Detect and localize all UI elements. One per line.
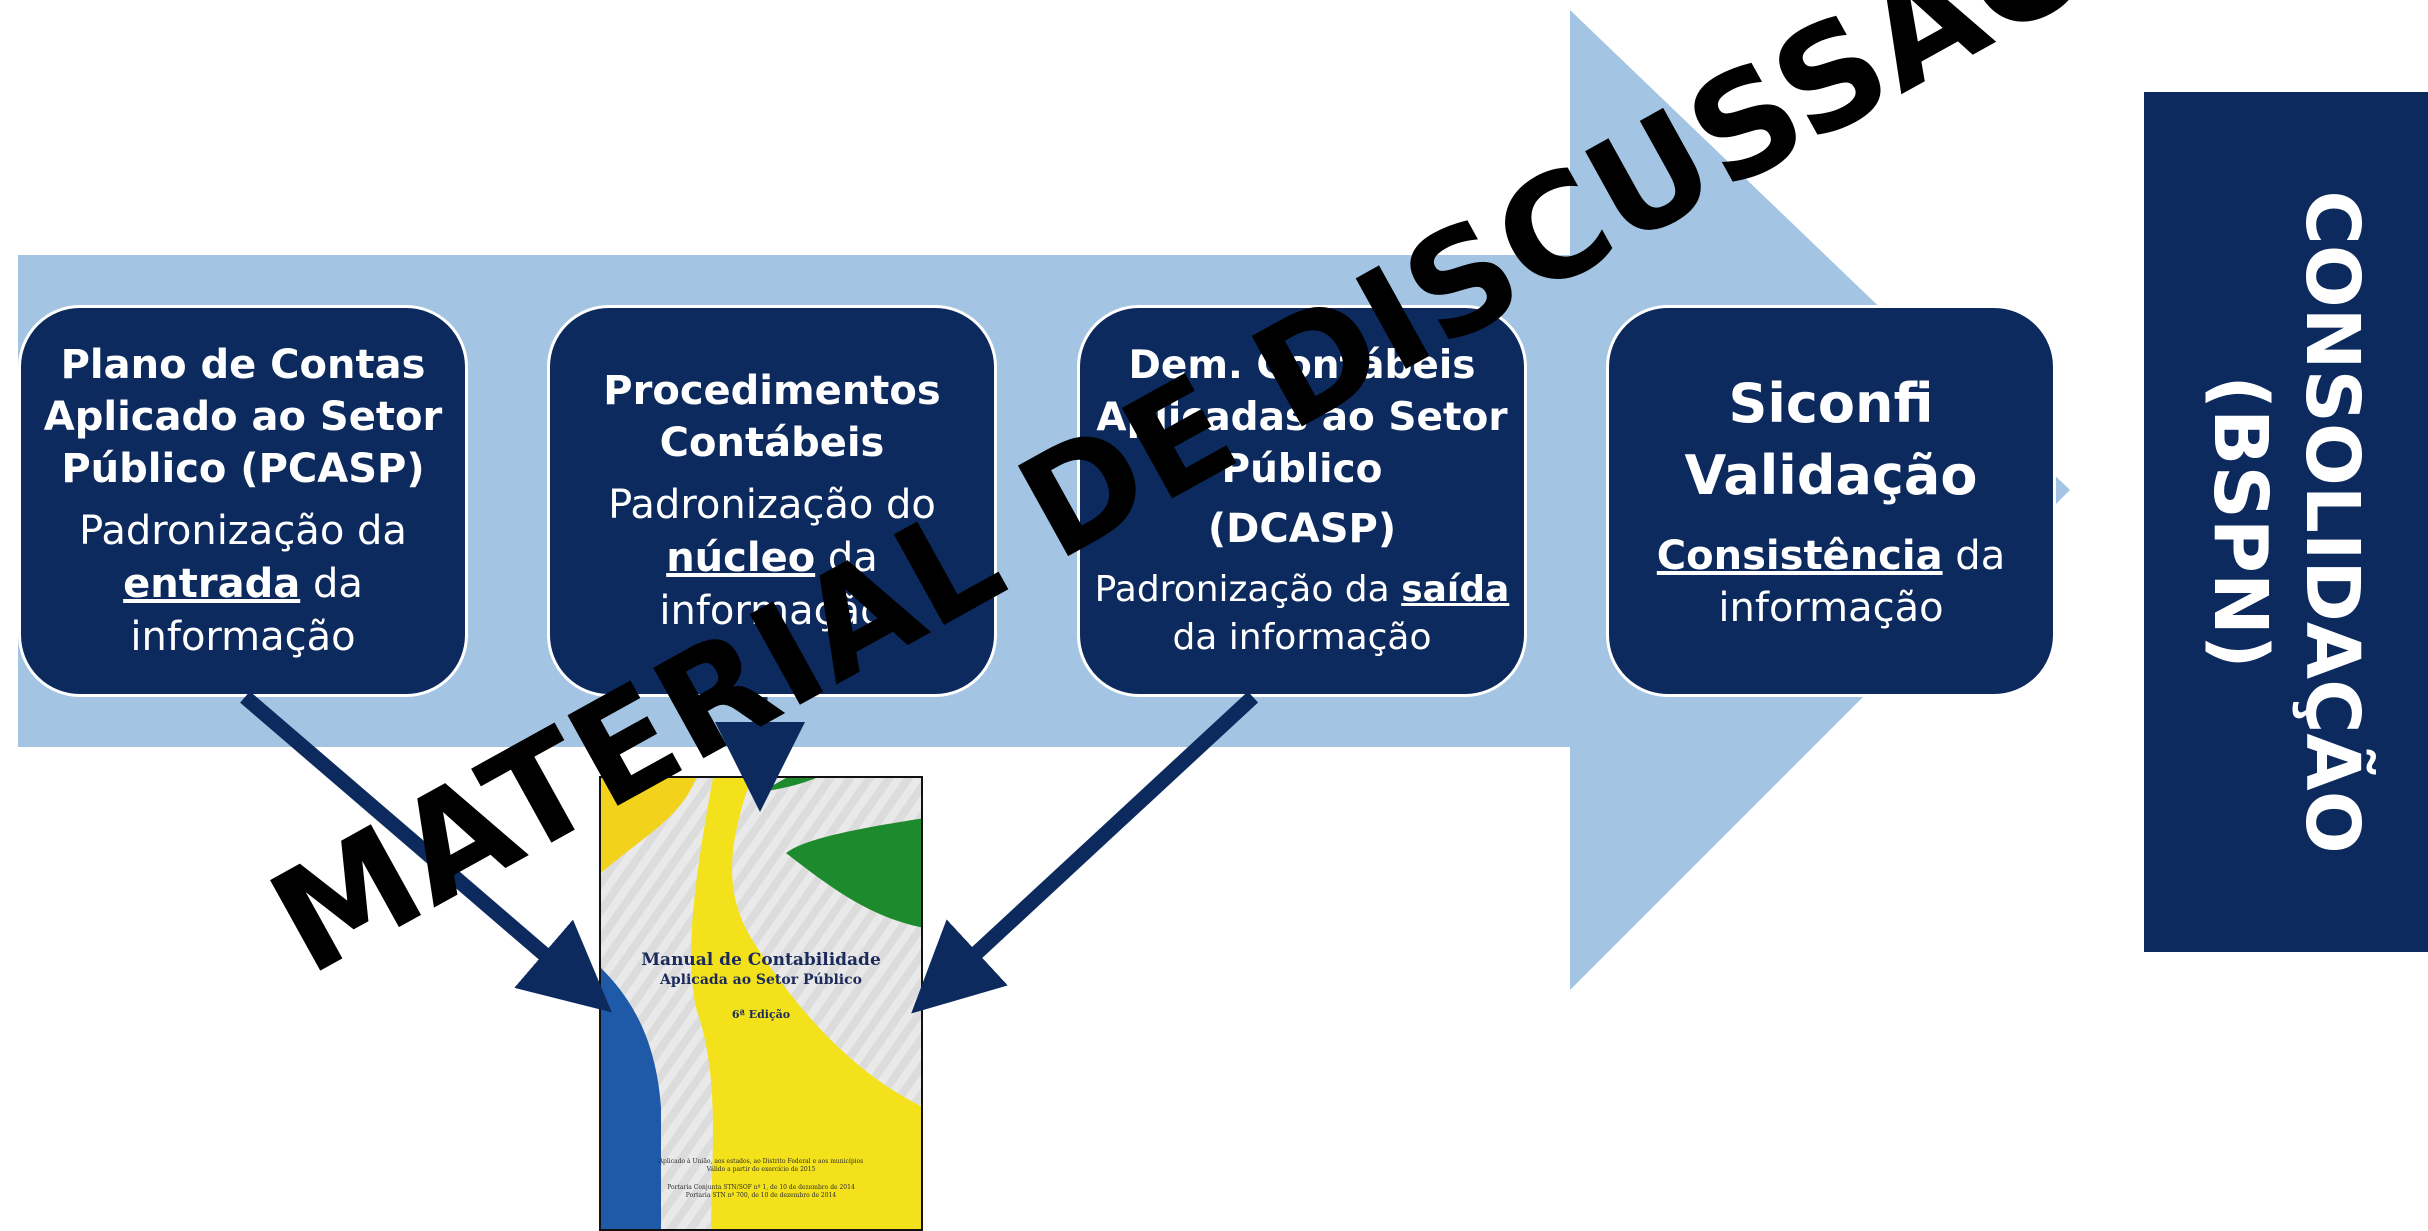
box-procedimentos-title: Procedimentos Contábeis bbox=[603, 367, 941, 466]
box-dcasp-description: Padronização da saída da informação bbox=[1095, 566, 1510, 662]
cover-yellow-flag bbox=[691, 778, 921, 1229]
box-siconfi-desc-keyword: Consistência bbox=[1656, 533, 1943, 579]
manual-fine-print-1: Aplicado à União, aos estados, ao Distri… bbox=[658, 1158, 864, 1165]
box-dcasp-subtitle: (DCASP) bbox=[1207, 506, 1397, 552]
box-dcasp: Dem. Contábeis Aplicadas ao Setor Públic… bbox=[1077, 305, 1527, 697]
manual-fine-print-2: Válido a partir do exercício de 2015 bbox=[706, 1166, 816, 1173]
box-procedimentos-desc-post: da informação bbox=[659, 534, 885, 634]
cover-blue-band bbox=[601, 968, 661, 1229]
manual-fine-print-3: Portaria Conjunta STN/SOF nº 1, de 10 de… bbox=[667, 1184, 855, 1191]
manual-fine-print-4: Portaria STN nº 700, de 10 de dezembro d… bbox=[685, 1192, 837, 1199]
manual-cover-art bbox=[601, 778, 921, 1229]
box-pcasp-desc-post: da informação bbox=[130, 560, 363, 660]
consolidacao-label: CONSOLIDAÇÃO (BSPN) bbox=[2197, 190, 2375, 854]
box-procedimentos: Procedimentos Contábeis Padronização do … bbox=[547, 305, 997, 697]
box-dcasp-desc-post: da informação bbox=[1172, 617, 1432, 658]
consolidacao-panel: CONSOLIDAÇÃO (BSPN) bbox=[2144, 92, 2428, 952]
box-procedimentos-description: Padronização do núcleo da informação bbox=[608, 479, 936, 638]
box-siconfi: Siconfi Validação Consistência da inform… bbox=[1606, 305, 2056, 697]
box-pcasp-title: Plano de Contas Aplicado ao Setor Públic… bbox=[43, 341, 443, 492]
manual-title: Manual de Contabilidade bbox=[641, 950, 881, 970]
box-procedimentos-desc-keyword: núcleo bbox=[666, 534, 816, 581]
box-pcasp-desc-keyword: entrada bbox=[123, 560, 301, 607]
box-pcasp-description: Padronização da entrada da informação bbox=[79, 505, 407, 664]
cover-green-corner bbox=[786, 818, 921, 928]
manual-subtitle: Aplicada ao Setor Público bbox=[660, 972, 862, 988]
cover-yellow-top bbox=[601, 778, 696, 873]
box-siconfi-desc-post: da informação bbox=[1718, 533, 2006, 631]
box-siconfi-description: Consistência da informação bbox=[1657, 530, 2005, 634]
box-dcasp-desc-keyword: saída bbox=[1401, 569, 1510, 610]
box-pcasp-desc-pre: Padronização da bbox=[79, 507, 407, 554]
box-procedimentos-desc-pre: Padronização do bbox=[608, 481, 936, 528]
mcasp-manual-cover: Manual de Contabilidade Aplicada ao Seto… bbox=[599, 776, 923, 1231]
box-dcasp-desc-pre: Padronização da bbox=[1094, 569, 1390, 610]
manual-edition: 6ª Edição bbox=[731, 1008, 791, 1021]
box-siconfi-title: Siconfi Validação bbox=[1684, 372, 1978, 507]
box-dcasp-title: Dem. Contábeis Aplicadas ao Setor Públic… bbox=[1096, 343, 1508, 492]
box-pcasp: Plano de Contas Aplicado ao Setor Públic… bbox=[18, 305, 468, 697]
